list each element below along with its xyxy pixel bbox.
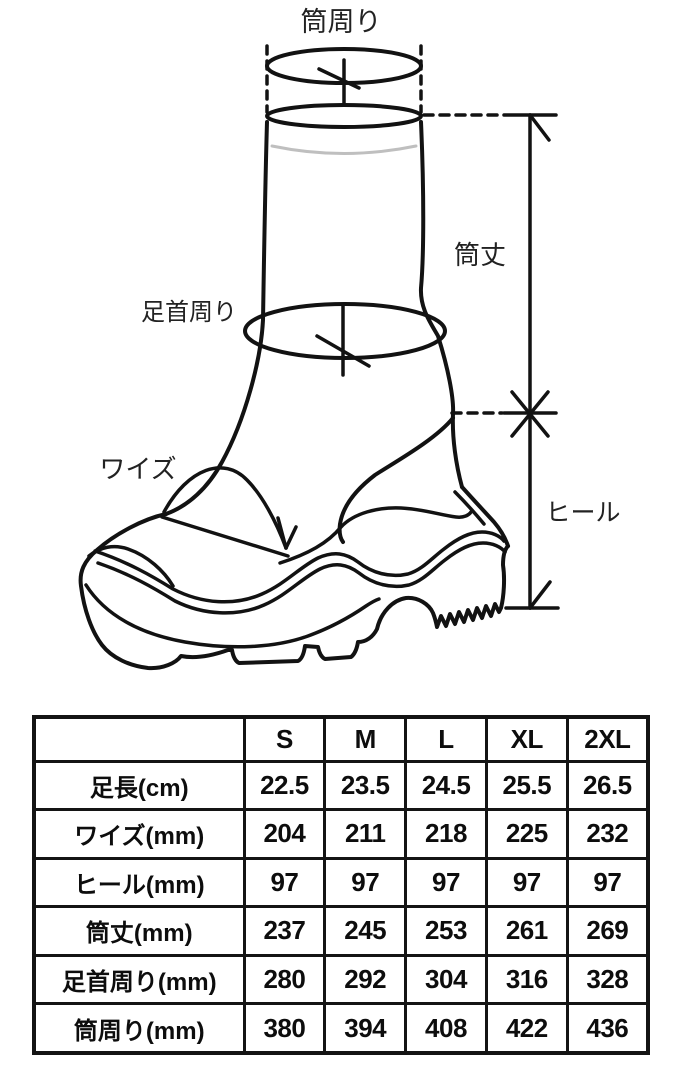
label-shaft-circumference: 筒周り xyxy=(301,7,382,37)
cell-value: 232 xyxy=(565,808,650,860)
cell-value: 237 xyxy=(242,905,327,957)
dim-tick-top xyxy=(528,113,551,142)
table-row: 足長(cm) 22.5 23.5 24.5 25.5 26.5 xyxy=(32,759,650,812)
boot-back-outline xyxy=(418,120,464,489)
collar-inner-line xyxy=(453,490,486,526)
cell-value: 25.5 xyxy=(484,759,569,812)
cell-value: 211 xyxy=(323,808,408,860)
cell-value: 436 xyxy=(565,1002,650,1055)
col-header-2xl: 2XL xyxy=(565,715,650,763)
cell-value: 261 xyxy=(484,905,569,957)
ankle-measure-slash xyxy=(315,334,371,368)
col-header-s: S xyxy=(242,715,327,763)
shaft-top-ellipse xyxy=(265,103,423,129)
row-label-width: ワイズ(mm) xyxy=(32,808,246,860)
width-arc-arrow xyxy=(162,466,288,550)
cell-value: 253 xyxy=(404,905,488,957)
cell-value: 304 xyxy=(404,953,488,1006)
cell-value: 26.5 xyxy=(565,759,650,812)
cell-value: 97 xyxy=(242,856,327,909)
table-row: 筒周り(mm) 380 394 408 422 436 xyxy=(32,1002,650,1055)
midsole-wave-lower xyxy=(96,541,507,615)
label-ankle-circumference: 足首周り xyxy=(141,299,237,326)
cell-value: 204 xyxy=(242,808,327,860)
midsole-bottom-line xyxy=(84,583,381,649)
table-row: 足首周り(mm) 280 292 304 316 328 xyxy=(32,953,650,1006)
cell-value: 22.5 xyxy=(242,759,327,812)
cell-value: 422 xyxy=(484,1002,569,1055)
width-arrowhead-right xyxy=(284,525,298,550)
cell-value: 23.5 xyxy=(323,759,408,812)
table-header-row: S M L XL 2XL xyxy=(32,715,650,763)
col-header-m: M xyxy=(323,715,408,763)
table-row: ワイズ(mm) 204 211 218 225 232 xyxy=(32,808,650,860)
dim-tick-bottom xyxy=(528,580,552,610)
boot-measurement-diagram: 筒周り 筒丈 足首周り ワイズ ヒール xyxy=(78,7,621,671)
cell-value: 24.5 xyxy=(404,759,488,812)
cell-value: 408 xyxy=(404,1002,488,1055)
dim-tick-ankle-2 xyxy=(510,390,550,438)
cell-value: 218 xyxy=(404,808,488,860)
shoe-topline xyxy=(337,416,455,544)
label-shaft-height: 筒丈 xyxy=(454,240,506,270)
label-heel: ヒール xyxy=(545,499,620,527)
size-chart-table: S M L XL 2XL 足長(cm) 22.5 23.5 24.5 25.5 … xyxy=(32,715,650,1055)
row-label-ankle-circumference: 足首周り(mm) xyxy=(32,953,246,1006)
cell-value: 394 xyxy=(323,1002,408,1055)
row-label-heel: ヒール(mm) xyxy=(32,856,246,909)
ankle-ellipse xyxy=(243,302,447,360)
table-row: 筒丈(mm) 237 245 253 261 269 xyxy=(32,905,650,957)
col-header-xl: XL xyxy=(484,715,569,763)
table-row: ヒール(mm) 97 97 97 97 97 xyxy=(32,856,650,909)
shaft-measure-slash xyxy=(317,67,361,90)
cell-value: 269 xyxy=(565,905,650,957)
sole-outline xyxy=(78,512,510,671)
boot-front-outline xyxy=(164,120,269,516)
inner-sock-line xyxy=(270,144,418,155)
collar-outer-line xyxy=(460,485,510,548)
vamp-overlay-wave xyxy=(278,506,473,565)
cell-value: 316 xyxy=(484,953,569,1006)
cell-value: 225 xyxy=(484,808,569,860)
label-width: ワイズ xyxy=(99,454,176,484)
midsole-wave-upper xyxy=(93,530,506,604)
width-arrowhead-left xyxy=(276,516,288,550)
cell-value: 292 xyxy=(323,953,408,1006)
row-label-shaft-height: 筒丈(mm) xyxy=(32,905,246,957)
width-measure-line xyxy=(160,515,290,558)
cell-value: 97 xyxy=(484,856,569,909)
cell-value: 97 xyxy=(323,856,408,909)
cell-value: 280 xyxy=(242,953,327,1006)
table-corner-cell xyxy=(32,715,246,763)
cell-value: 328 xyxy=(565,953,650,1006)
cell-value: 245 xyxy=(323,905,408,957)
cell-value: 97 xyxy=(565,856,650,909)
cell-value: 97 xyxy=(404,856,488,909)
cell-value: 380 xyxy=(242,1002,327,1055)
row-label-foot-length: 足長(cm) xyxy=(32,759,246,812)
row-label-shaft-circumference: 筒周り(mm) xyxy=(32,1002,246,1055)
col-header-l: L xyxy=(404,715,488,763)
